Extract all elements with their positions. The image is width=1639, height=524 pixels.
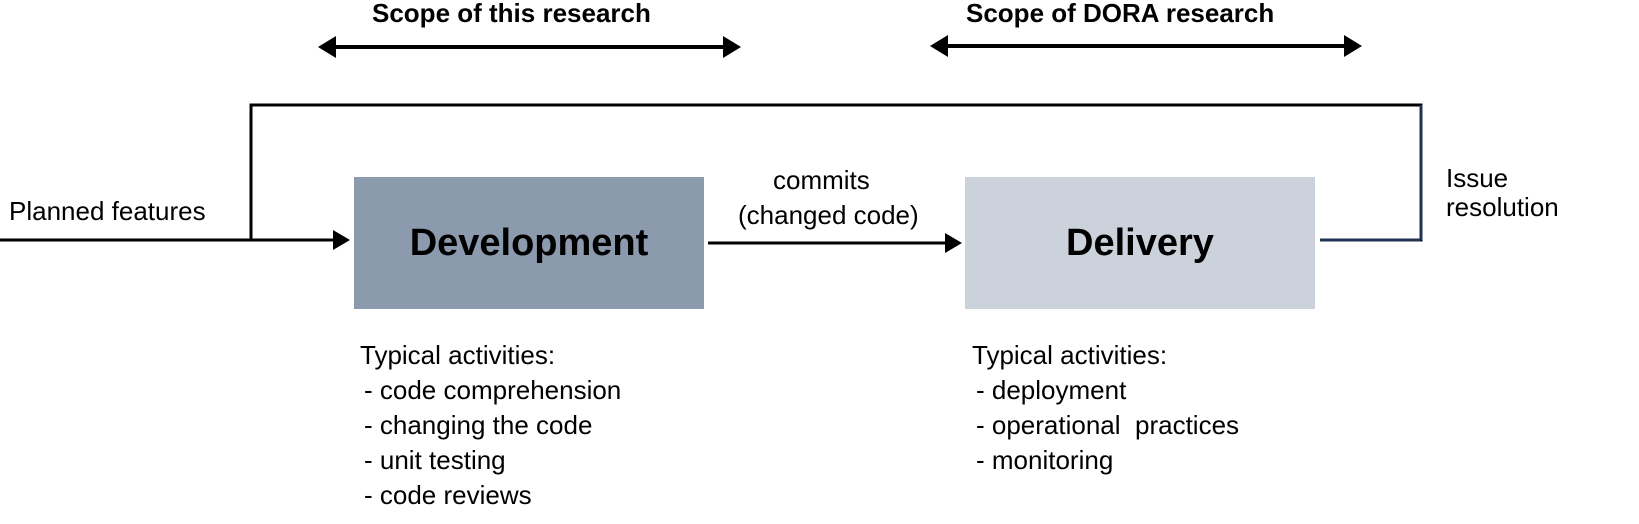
commits-label: commits [773,165,870,195]
scope-this-research-arrow [318,36,741,58]
list-item: monitoring [972,443,1239,478]
list-item: code comprehension [360,373,621,408]
scope-this-research-label: Scope of this research [372,0,651,28]
scope-dora-research-label: Scope of DORA research [966,0,1275,28]
delivery-activities: Typical activities: deployment operation… [972,338,1239,478]
list-item: changing the code [360,408,621,443]
planned-features-label: Planned features [9,196,206,226]
list-item: deployment [972,373,1239,408]
development-title: Development [409,221,649,264]
development-activities-title: Typical activities: [360,340,556,370]
list-item: unit testing [360,443,621,478]
changed-code-label: (changed code) [738,200,919,230]
input-arrow [0,230,350,250]
delivery-box: Delivery [965,177,1315,309]
list-item: operational practices [972,408,1239,443]
issue-label: Issue [1446,163,1509,193]
scope-dora-research-arrow [930,35,1362,57]
resolution-label: resolution [1446,192,1559,222]
delivery-activities-title: Typical activities: [972,340,1168,370]
development-activities: Typical activities: code comprehension c… [360,338,621,513]
delivery-title: Delivery [1066,221,1214,264]
list-item: code reviews [360,478,621,513]
feedback-loop-line [249,103,1423,242]
development-box: Development [354,177,704,309]
commits-arrow [708,233,962,253]
